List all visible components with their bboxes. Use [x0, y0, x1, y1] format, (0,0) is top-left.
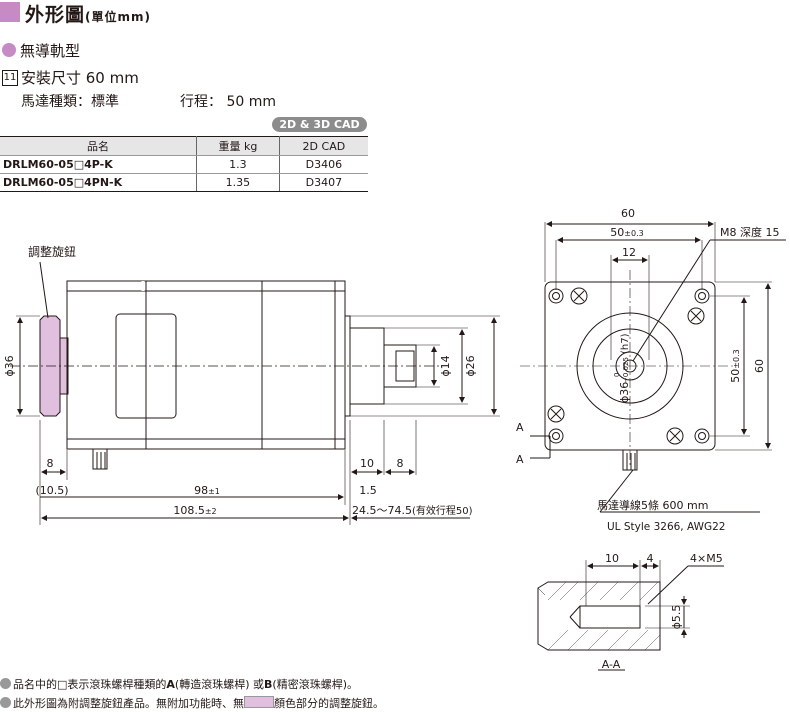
weight-cell: 1.3 — [196, 155, 280, 174]
section-dim-m5: 4×M5 — [690, 552, 723, 565]
dim-8-top: 8 — [397, 457, 404, 470]
motor-type-label: 馬達種類：標準 — [21, 94, 119, 110]
front-dim-60-vert: 60 — [753, 359, 766, 373]
unit-label: (單位mm) — [85, 10, 151, 24]
weight-cell: 1.35 — [196, 173, 280, 192]
note-bullet-icon — [0, 678, 11, 689]
section-mark-a-top: A — [516, 421, 524, 434]
bullet-icon — [2, 43, 16, 57]
front-dim-m8: M8 深度 15 — [720, 225, 779, 239]
knob-color-swatch — [244, 696, 274, 708]
model-cell: DRLM60-05□4PN-K — [0, 173, 197, 192]
section-a-a-shape — [537, 581, 661, 651]
title-square-icon — [0, 2, 20, 22]
front-dim-12: 12 — [622, 246, 636, 259]
note-1: 品名中的□表示滾珠螺桿種類的A(轉造滾珠螺桿) 或B(精密滾珠螺桿)。 — [0, 676, 358, 692]
dim-1-5: 1.5 — [359, 484, 377, 497]
lead-label: 馬達導線5條 600 mm — [597, 498, 708, 512]
frame-size-label: 安裝尺寸 60 mm — [21, 69, 139, 87]
dim-108-5: 108.5±2 — [173, 504, 216, 517]
stroke-label: 行程： 50 mm — [180, 94, 276, 110]
dim-phi36-tol-lower: −0.025 — [622, 357, 630, 383]
type-label: 無導軌型 — [20, 42, 81, 60]
mount-holes — [547, 287, 710, 445]
dim-phi36-h7: ϕ36 — [618, 382, 631, 403]
col-header-weight: 重量 kg — [196, 136, 280, 156]
dim-knob-dia: ϕ36 — [3, 355, 16, 376]
note-2: 此外形圖為附調整旋鈕產品。無附加功能時、無顏色部分的調整旋鈕。 — [0, 695, 384, 711]
section-dim-4: 4 — [647, 552, 654, 565]
section-title: A-A — [602, 658, 621, 671]
dim-10-top: 10 — [360, 457, 374, 470]
dim-8-left: 8 — [47, 457, 54, 470]
dim-stroke-range: 24.5～74.5(有效行程50) — [352, 504, 473, 517]
front-dim-50: 50±0.3 — [610, 226, 643, 239]
model-cell: DRLM60-05□4P-K — [0, 155, 197, 174]
note-bullet-icon — [0, 697, 11, 708]
table-header-row: 品名 重量 kg 2D CAD — [0, 136, 368, 156]
dim-phi36-h7-suffix: (h7) — [620, 333, 631, 354]
front-dim-60: 60 — [621, 207, 635, 220]
table-row: DRLM60-05□4P-K 1.3 D3406 — [0, 155, 368, 174]
table-row: DRLM60-05□4PN-K 1.35 D3407 — [0, 173, 368, 192]
col-header-model: 品名 — [0, 136, 197, 156]
motor-body — [66, 280, 346, 450]
section-mark-a-bottom: A — [516, 453, 524, 466]
frame-size-badge: 11 — [2, 70, 18, 86]
dim-phi14: ϕ14 — [439, 355, 452, 376]
dim-10-5: (10.5) — [35, 484, 68, 497]
dim-phi26: ϕ26 — [464, 355, 477, 376]
spec-table: 品名 重量 kg 2D CAD DRLM60-05□4P-K 1.3 D3406… — [0, 136, 368, 192]
lead-style: UL Style 3266, AWG22 — [607, 521, 725, 533]
cad-cell[interactable]: D3407 — [279, 173, 368, 192]
front-dim-50-vert: 50±0.3 — [729, 349, 742, 382]
page-title: 外形圖(單位mm) — [25, 4, 151, 26]
knob-label: 調整旋鈕 — [28, 244, 76, 259]
dim-phi36-tol-upper: 0 — [613, 373, 621, 377]
section-dim-10: 10 — [605, 552, 619, 565]
section-dim-phi5-5: ϕ5.5 — [670, 605, 683, 630]
cad-cell[interactable]: D3406 — [279, 155, 368, 174]
dim-98: 98±1 — [194, 484, 220, 497]
cad-badge[interactable]: 2D & 3D CAD — [272, 117, 367, 132]
col-header-cad: 2D CAD — [279, 136, 368, 156]
